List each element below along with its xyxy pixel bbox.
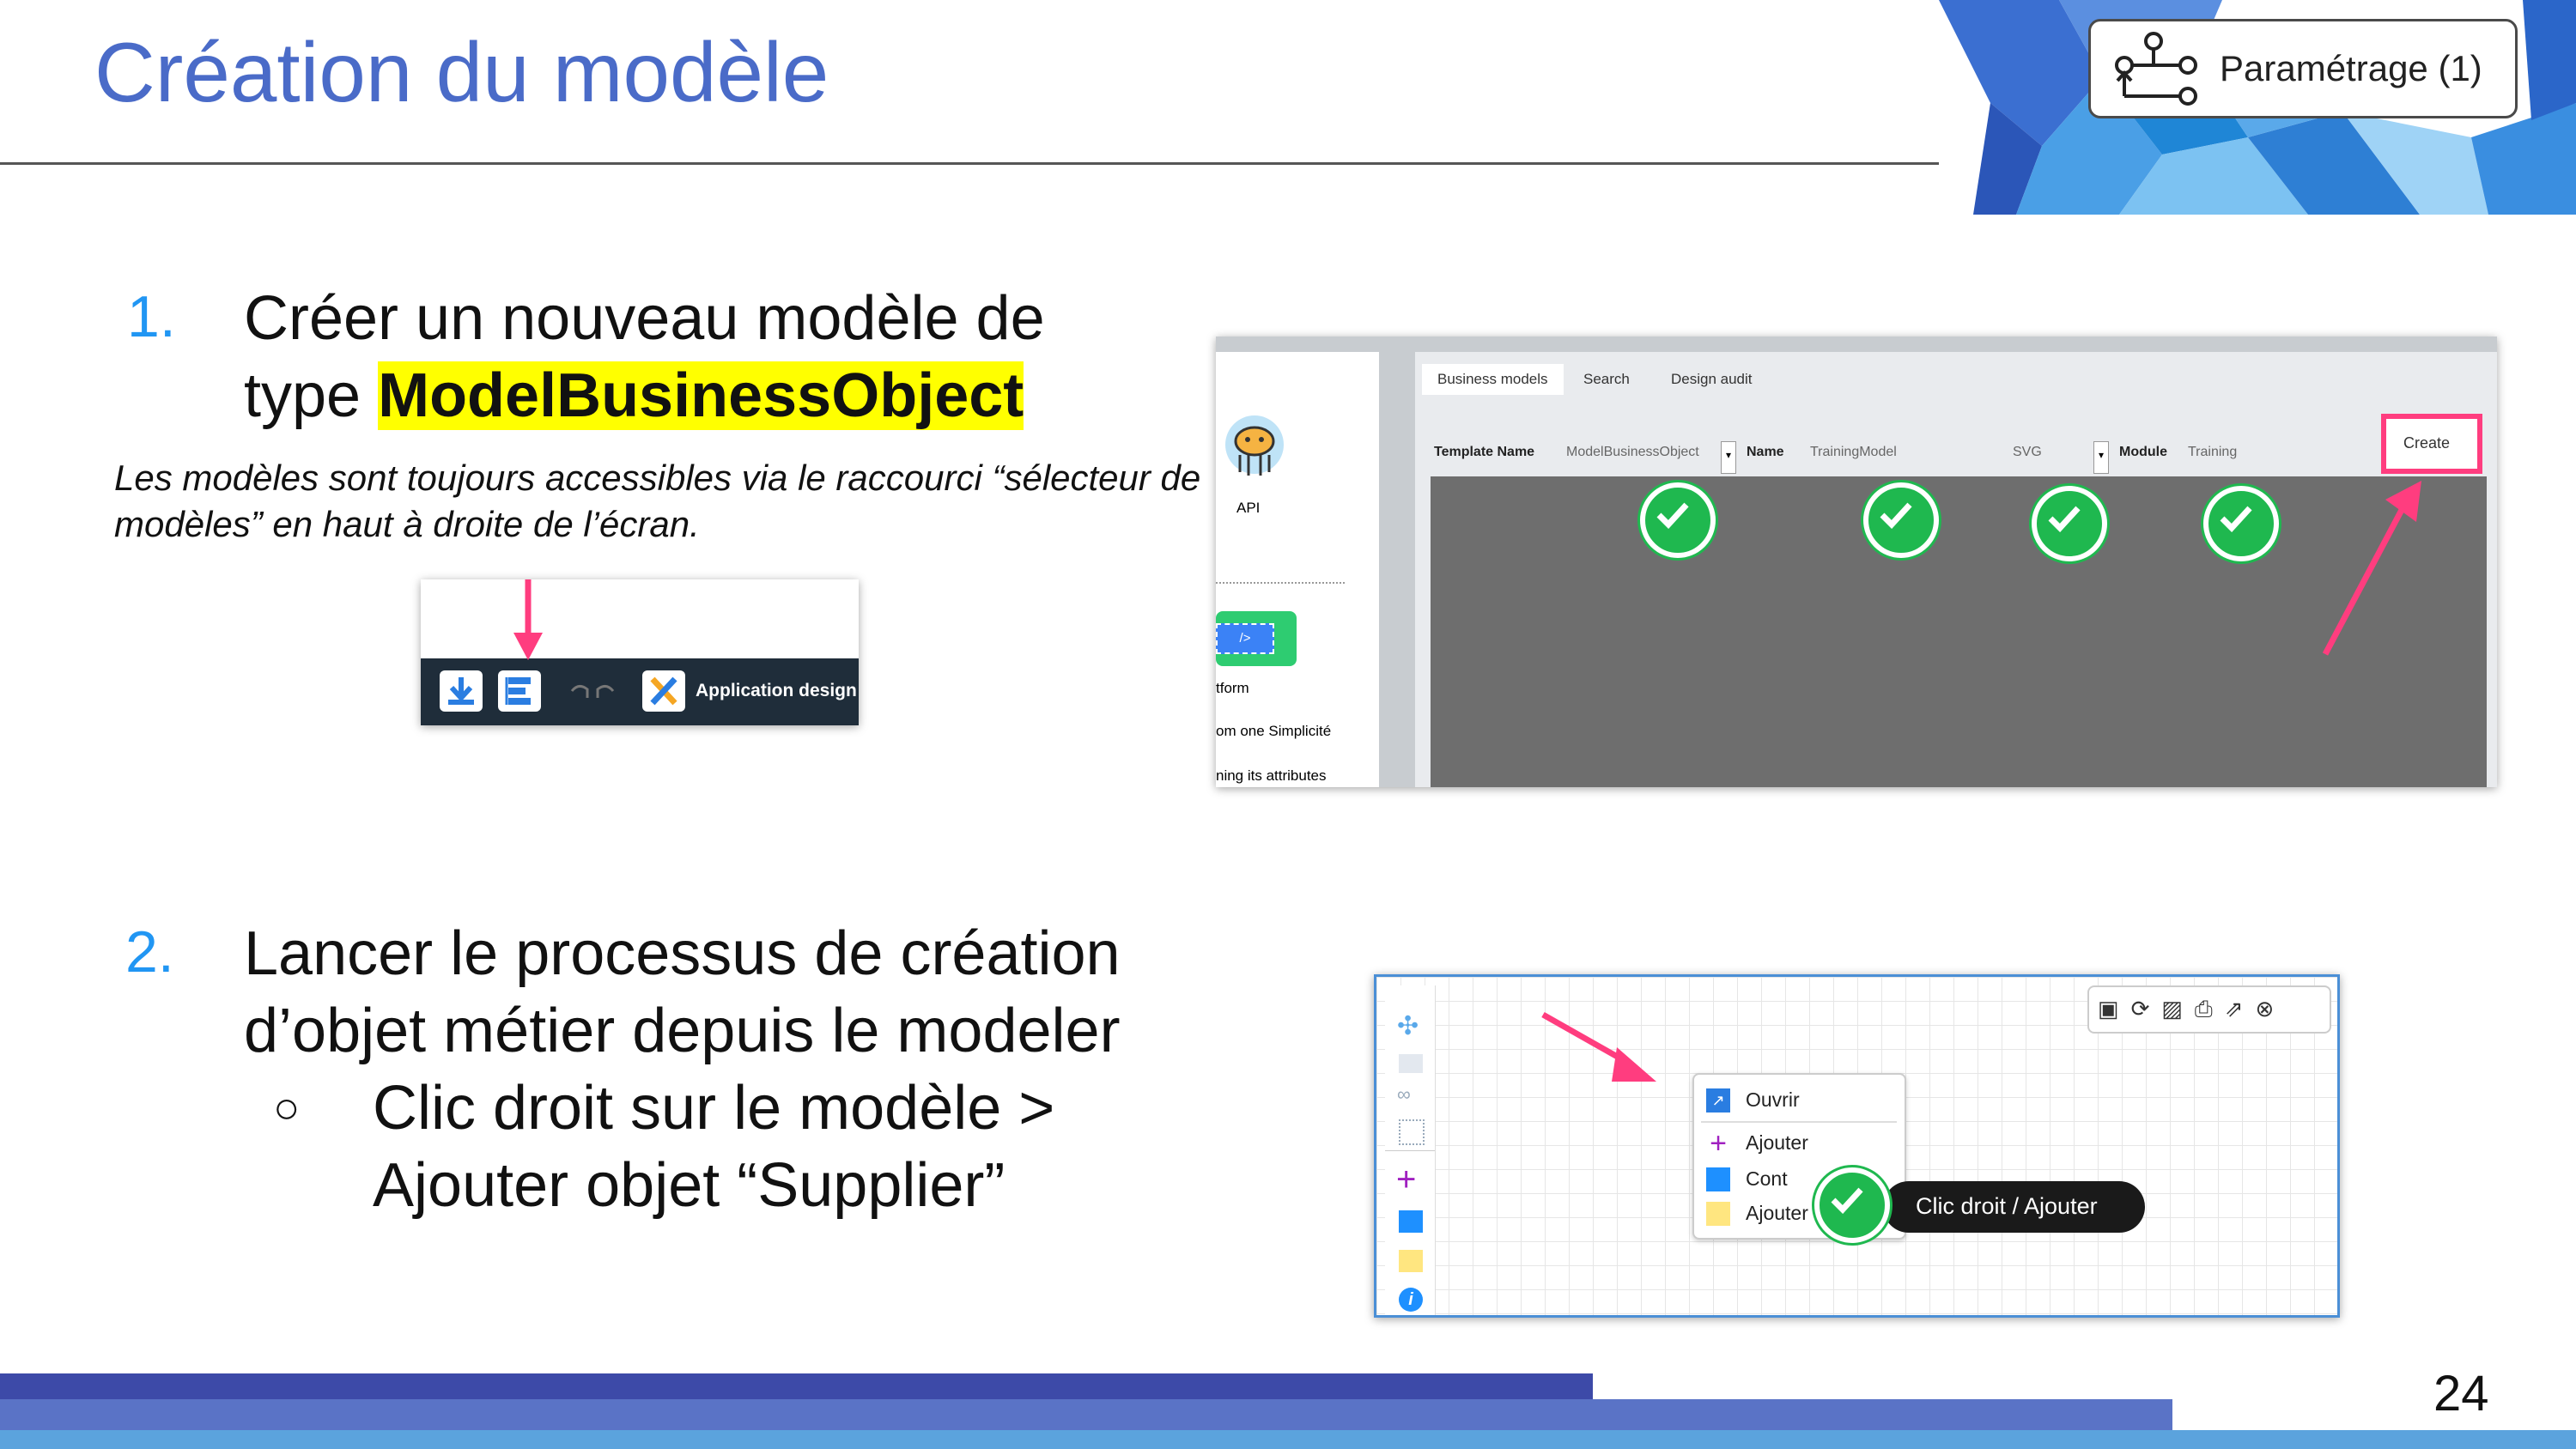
name-field[interactable]: TrainingModel (1810, 445, 1897, 459)
step-2-line-1: Lancer le processus de création (244, 919, 1121, 988)
toolbar-screenshot: Application design (421, 579, 859, 725)
instruction-tooltip-text: Clic droit / Ajouter (1916, 1193, 2098, 1219)
open-icon: ↗ (1706, 1088, 1730, 1113)
model-type-highlight: ModelBusinessObject (378, 361, 1024, 430)
note-icon (1706, 1202, 1730, 1226)
model-canvas (1431, 476, 2487, 787)
app-toolbar: Application design (421, 658, 859, 725)
step-1-note: Les modèles sont toujours accessibles vi… (114, 455, 1205, 548)
note-icon[interactable] (1399, 1250, 1423, 1272)
menu-item-ajouter-note[interactable]: Ajouter (1746, 1202, 1808, 1224)
modeler-sidebar: ✣ ∞ + i (1385, 985, 1436, 1315)
template-dropdown-icon[interactable]: ▾ (1721, 441, 1736, 474)
step-1-type-prefix: type (244, 361, 379, 430)
left-panel: API /> tform om one Simplicité ning its … (1216, 352, 1379, 787)
api-robot-icon (1225, 415, 1284, 476)
step-1-line-2: type ModelBusinessObject (244, 357, 1024, 434)
type-field[interactable]: SVG (2013, 445, 2042, 459)
code-block[interactable]: /> (1216, 611, 1297, 666)
add-icon: + (1710, 1127, 1727, 1160)
type-dropdown-icon[interactable]: ▾ (2093, 441, 2109, 474)
select-icon[interactable] (1399, 1054, 1423, 1073)
link-icon[interactable]: ∞ (1397, 1083, 1411, 1105)
tools-icon (650, 676, 677, 706)
step-2-sub-1: Clic droit sur le modèle > (373, 1074, 1055, 1143)
download-arrow-icon (448, 677, 474, 705)
model-selector-button[interactable] (498, 670, 541, 712)
toolbar-icons[interactable]: ▣⟳▨⎙⇗⊗ (2098, 996, 2287, 1022)
note-line-2: modèles” en haut à droite de l’écran. (114, 504, 700, 544)
container-icon (1706, 1167, 1730, 1191)
title-divider (0, 162, 1939, 165)
toolbar-menu-button[interactable] (440, 670, 483, 712)
model-selector-icon (505, 677, 531, 705)
check-icon (2032, 486, 2107, 561)
footer-bar-dark (0, 1373, 1593, 1399)
dotted-divider (1216, 582, 1345, 584)
module-field[interactable]: Training (2188, 445, 2238, 459)
pointer-arrow-icon (2322, 481, 2421, 656)
left-text-2: om one Simplicité (1216, 723, 1332, 739)
step-2-sub-2: Ajouter objet “Supplier” (373, 1151, 1005, 1220)
name-label: Name (1747, 445, 1784, 459)
check-icon (1640, 482, 1716, 558)
bullet-marker: ○ (273, 1083, 301, 1133)
move-icon[interactable]: ✣ (1397, 1012, 1419, 1040)
pointer-arrow-icon (513, 579, 543, 660)
check-icon (2203, 486, 2279, 561)
container-icon[interactable] (1399, 1210, 1423, 1233)
create-button-label: Create (2403, 434, 2451, 452)
left-text-3: ning its attributes (1216, 767, 1327, 784)
step-1-number: 1. (127, 284, 176, 349)
app-design-button[interactable] (642, 670, 685, 712)
frame-icon[interactable] (1399, 1119, 1425, 1145)
menu-item-ouvrir[interactable]: Ouvrir (1746, 1088, 1800, 1111)
pointer-arrow-icon (1541, 1011, 1656, 1082)
modeler-screenshot: ✣ ∞ + i ▣⟳▨⎙⇗⊗ ↗ Ouvrir + Ajouter Cont A… (1374, 974, 2340, 1318)
business-models-panel: Business models Search Design audit Temp… (1415, 352, 2497, 787)
footer-bar-light (0, 1430, 2576, 1449)
instruction-tooltip: Clic droit / Ajouter (1883, 1181, 2145, 1233)
code-tag: /> (1216, 623, 1274, 654)
modeler-toolbar: ▣⟳▨⎙⇗⊗ (2087, 985, 2331, 1034)
step-1-line-1: Créer un nouveau modèle de (244, 284, 1045, 353)
check-icon (1814, 1167, 1890, 1243)
api-label: API (1236, 500, 1261, 516)
menu-item-ajouter[interactable]: Ajouter (1746, 1131, 1808, 1154)
template-name-label: Template Name (1434, 445, 1535, 459)
note-line-1: Les modèles sont toujours accessibles vi… (114, 458, 1201, 498)
menu-item-container[interactable]: Cont (1746, 1167, 1788, 1190)
tab-search[interactable]: Search (1583, 371, 1630, 387)
template-name-field[interactable]: ModelBusinessObject (1566, 445, 1699, 459)
info-icon[interactable]: i (1399, 1288, 1423, 1312)
step-2-number: 2. (125, 919, 174, 985)
business-models-screenshot: API /> tform om one Simplicité ning its … (1216, 336, 2497, 787)
app-design-label: Application design (696, 681, 857, 700)
left-text-1: tform (1216, 680, 1249, 696)
sidebar-divider (1385, 1150, 1435, 1151)
footer-bar-mid (0, 1399, 2172, 1430)
section-badge-label: Paramétrage (1) (2220, 48, 2482, 88)
undo-redo-icon[interactable] (567, 679, 618, 705)
process-flow-icon (2115, 32, 2197, 106)
add-icon[interactable]: + (1396, 1161, 1417, 1198)
module-label: Module (2119, 445, 2167, 459)
menu-divider (1701, 1121, 1897, 1123)
tab-business-models[interactable]: Business models (1422, 364, 1564, 395)
step-2-line-2: d’objet métier depuis le modeler (244, 997, 1121, 1065)
slide-title: Création du modèle (94, 25, 829, 119)
page-number: 24 (2433, 1366, 2489, 1422)
check-icon (1863, 482, 1939, 558)
create-button[interactable]: Create (2381, 414, 2482, 474)
tab-design-audit[interactable]: Design audit (1671, 371, 1753, 387)
